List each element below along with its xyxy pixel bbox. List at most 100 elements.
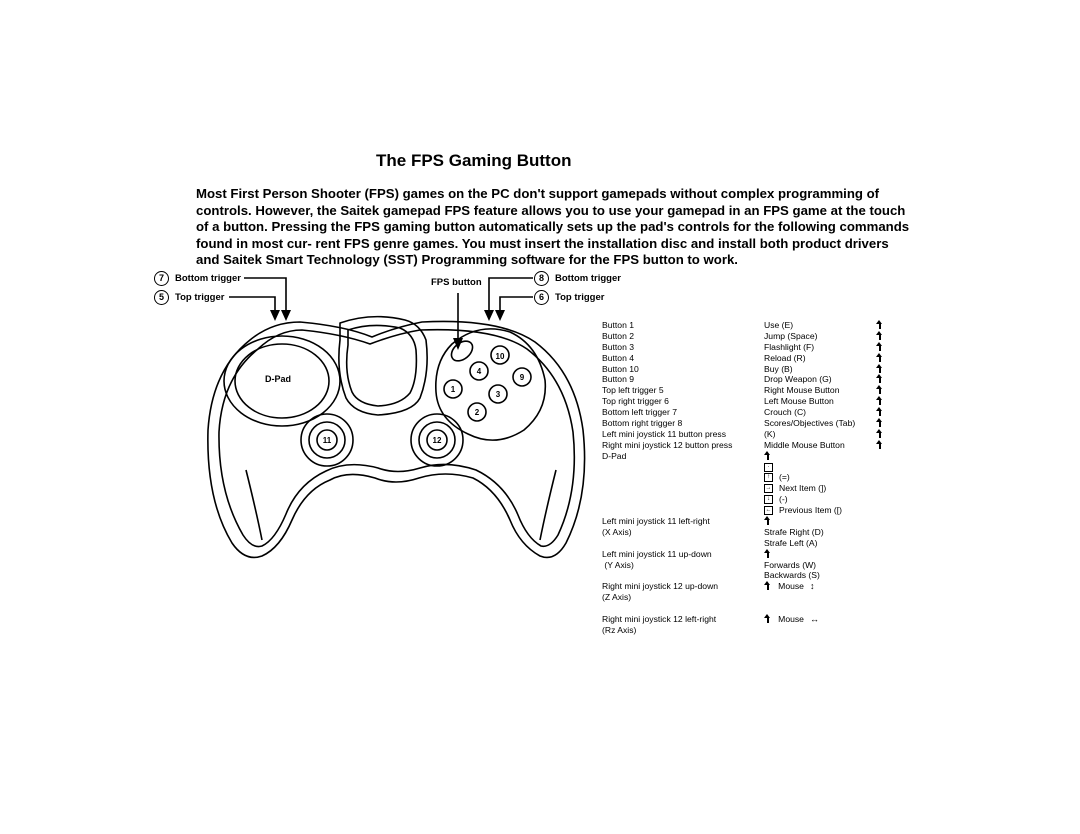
- left-joystick-label: 11: [323, 436, 332, 445]
- button-10-label: 10: [496, 352, 505, 361]
- dpad-command: Previous Item ([): [779, 505, 843, 516]
- up-arrow-icon: [876, 352, 883, 362]
- table-row: Right mini joystick 12 button press Middl…: [602, 439, 892, 451]
- control-label: Left mini joystick 11 button press: [602, 428, 727, 439]
- command: Flashlight (F): [764, 341, 815, 352]
- center-hood-inner: [345, 324, 418, 407]
- page-title: The FPS Gaming Button: [376, 151, 572, 170]
- table-row: (X Axis) Strafe Right (D): [602, 527, 892, 538]
- command: Strafe Right (D): [764, 526, 824, 537]
- horizontal-arrow-icon: ↔: [809, 614, 819, 625]
- button-4-label: 4: [477, 367, 482, 376]
- control-label: Left mini joystick 11 left-right: [602, 516, 710, 527]
- table-row: →Next Item (]): [602, 483, 892, 494]
- control-label: Button 4: [602, 352, 635, 363]
- control-label: Right mini joystick 12 button press: [602, 439, 733, 450]
- table-row: Right mini joystick 12 left-right Mouse ↔: [602, 614, 892, 625]
- center-hood: [338, 315, 428, 416]
- callout-number: 5: [154, 290, 169, 305]
- pad-body-outline: [207, 320, 586, 559]
- vertical-arrow-icon: ↕: [809, 581, 815, 592]
- right-joystick-well: [410, 413, 464, 467]
- button-1: [443, 379, 463, 399]
- command: Forwards (W): [764, 559, 817, 570]
- dpad-command: Next Item (]): [779, 483, 827, 494]
- button-2-label: 2: [475, 408, 480, 417]
- up-arrow-icon: [764, 614, 771, 624]
- table-row: Button 4 Reload (R): [602, 352, 892, 364]
- callout-right-bottom-trigger: 8 Bottom trigger: [534, 271, 621, 286]
- up-arrow-icon: [764, 548, 771, 558]
- leader-line: [499, 296, 533, 318]
- callout-number: 8: [534, 271, 549, 286]
- command: Mouse: [778, 614, 804, 625]
- up-arrow-icon: [876, 418, 883, 428]
- control-label: Right mini joystick 12 left-right: [602, 614, 717, 625]
- table-row: ↓(-): [602, 494, 892, 505]
- table-row: (Y Axis) Forwards (W): [602, 560, 892, 571]
- right-grip-curve: [539, 469, 557, 541]
- control-label: Button 2: [602, 330, 635, 341]
- command: Buy (B): [764, 363, 793, 374]
- dpad-center-icon: ·: [764, 462, 773, 472]
- control-label: Bottom right trigger 8: [602, 418, 683, 429]
- left-grip-curve: [245, 469, 263, 541]
- table-row: ·: [602, 462, 892, 473]
- command: Crouch (C): [764, 407, 807, 418]
- table-row: D-Pad: [602, 450, 892, 462]
- table-row: [602, 603, 892, 614]
- control-label: Right mini joystick 12 up-down: [602, 581, 719, 592]
- leader-line: [229, 296, 276, 318]
- command: Middle Mouse Button: [764, 439, 845, 450]
- command: Reload (R): [764, 352, 806, 363]
- button-3: [488, 384, 508, 404]
- command: Use (E): [764, 320, 794, 330]
- up-arrow-icon: [876, 439, 883, 449]
- command: Backwards (S): [764, 570, 820, 581]
- table-row: Backwards (S): [602, 570, 892, 581]
- up-arrow-icon: [876, 396, 883, 406]
- right-joystick-label: 12: [433, 436, 442, 445]
- callout-label: Top trigger: [555, 292, 605, 304]
- button-4: [469, 361, 489, 381]
- command: Left Mouse Button: [764, 396, 834, 407]
- button-10: [490, 345, 510, 365]
- table-row: (Rz Axis): [602, 625, 892, 636]
- leader-line: [488, 277, 533, 318]
- table-row: Strafe Left (A): [602, 538, 892, 549]
- control-label: Button 10: [602, 363, 639, 374]
- axis-label: (Rz Axis): [602, 624, 637, 635]
- table-row: ↑(=): [602, 472, 892, 483]
- button-2: [467, 402, 487, 422]
- up-arrow-icon: [876, 363, 883, 373]
- table-row: (Z Axis): [602, 592, 892, 603]
- left-joystick-rim: [308, 421, 346, 459]
- table-row: Right mini joystick 12 up-down Mouse↕: [602, 581, 892, 592]
- table-row: Bottom right trigger 8 Scores/Objectives …: [602, 418, 892, 429]
- dpad-command: (-): [779, 494, 788, 505]
- pad-body-inner-contour: [218, 328, 576, 548]
- dpad-label: D-Pad: [265, 374, 291, 384]
- command: Scores/Objectives (Tab): [764, 418, 856, 429]
- axis-label: (Z Axis): [602, 592, 632, 603]
- table-row: Left mini joystick 11 button press(K): [602, 428, 892, 440]
- left-joystick-cap: [316, 429, 338, 451]
- intro-paragraph: Most First Person Shooter (FPS) games on…: [196, 186, 910, 268]
- left-joystick-well: [300, 413, 354, 467]
- callout-label: Bottom trigger: [555, 273, 621, 285]
- arrow-cell: [764, 450, 771, 462]
- up-arrow-icon: [876, 330, 883, 340]
- callout-fps-button: FPS button: [431, 277, 482, 288]
- fps-button: [450, 340, 474, 362]
- button-9-label: 9: [520, 373, 525, 382]
- callout-label: Bottom trigger: [175, 273, 241, 285]
- axis-label: (Y Axis): [602, 559, 634, 570]
